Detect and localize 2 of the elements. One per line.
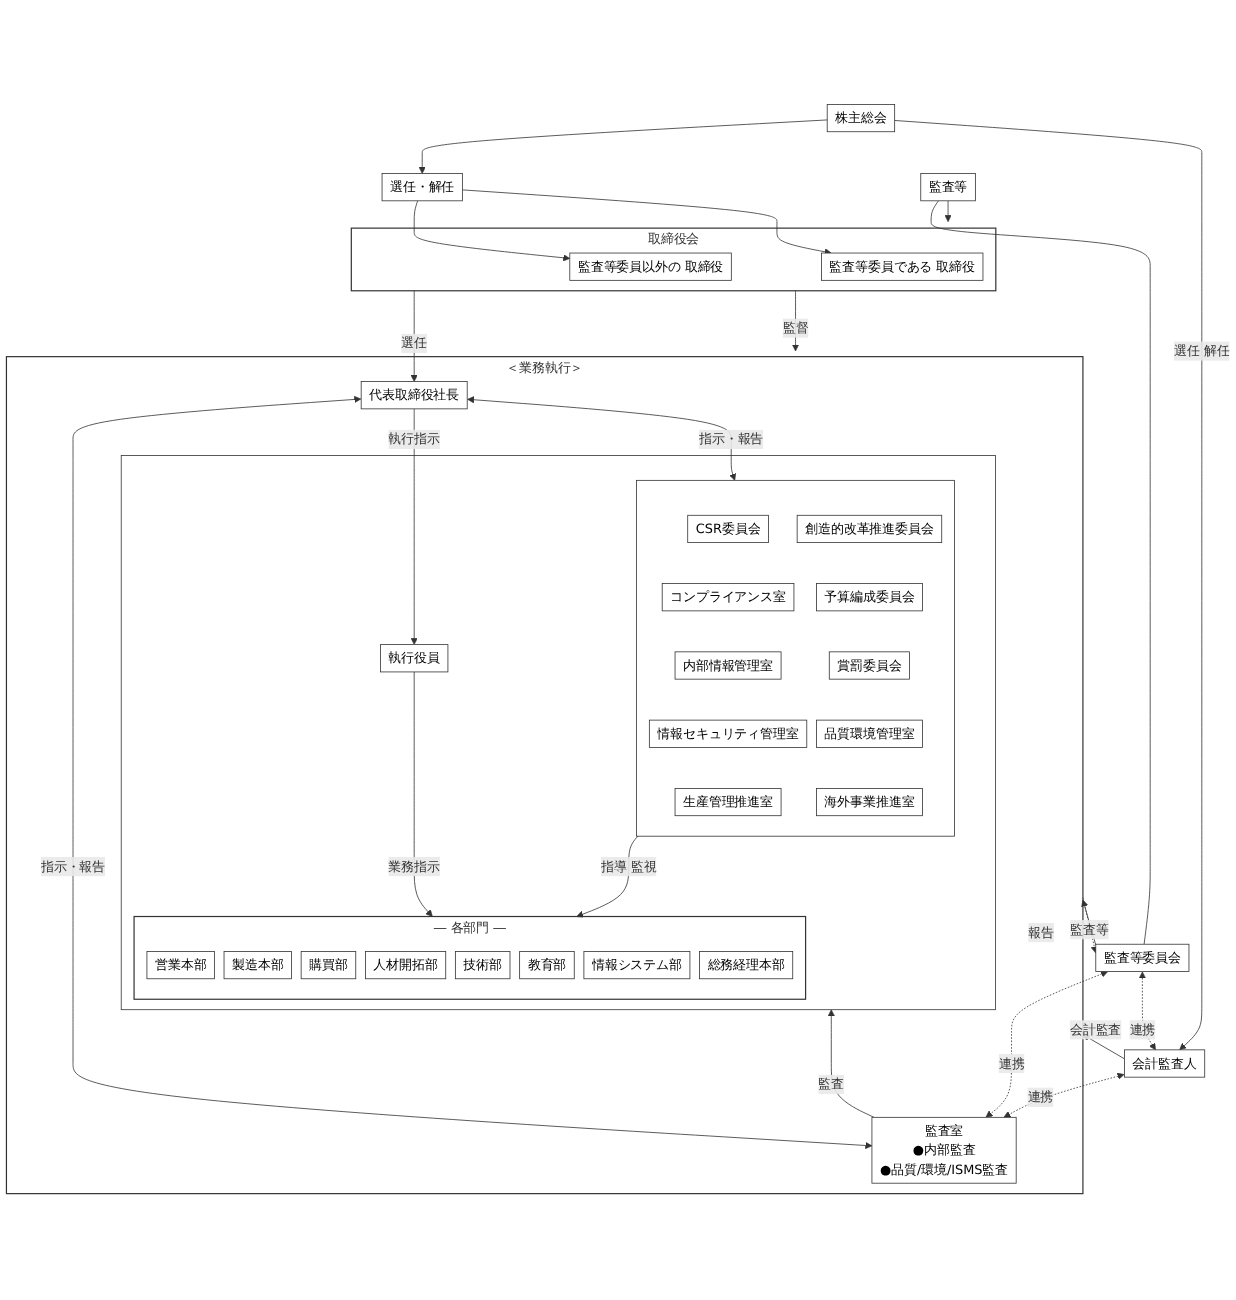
cluster: [636, 480, 955, 838]
cluster: [120, 456, 996, 1012]
